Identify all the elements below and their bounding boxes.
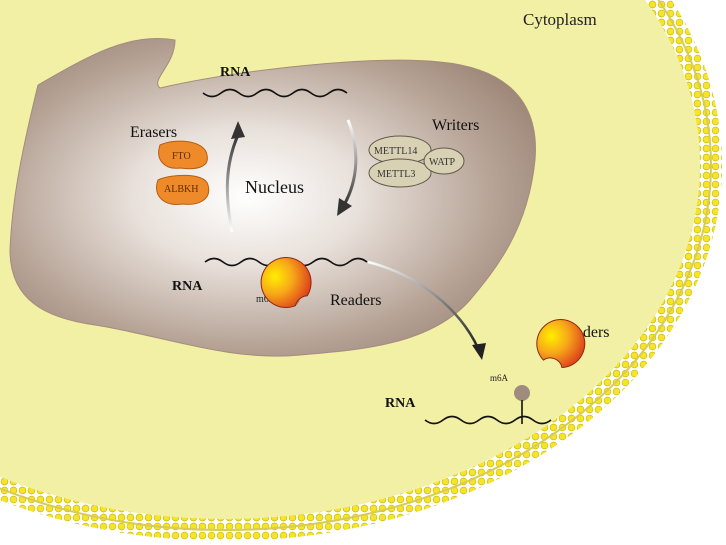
writer-mettl3	[368, 158, 432, 188]
m6a-label-nucleus: m6A	[256, 294, 277, 305]
writers-label: Writers	[432, 117, 479, 134]
eraser-fto-label: FTO	[172, 151, 191, 162]
erasers-label: Erasers	[130, 124, 177, 141]
cytoplasm-label: Cytoplasm	[523, 10, 597, 29]
rna-strand-cyto	[424, 415, 552, 425]
readers-label-nucleus: Readers	[330, 292, 382, 309]
eraser-albkh-label: ALBKH	[164, 184, 198, 195]
rna-label-cyto: RNA	[385, 396, 416, 411]
rna-strand-top	[202, 88, 348, 98]
writer-mettl3-label: METTL3	[377, 169, 415, 180]
nucleus-label: Nucleus	[245, 177, 304, 197]
reader-protein-cyto	[536, 319, 586, 369]
cycle-arrowhead-left	[231, 121, 245, 139]
writer-watp-label: WATP	[429, 157, 456, 168]
cycle-arrow-right	[342, 119, 358, 206]
m6a-label-cyto: m6A	[490, 373, 509, 383]
export-arrow	[367, 260, 480, 349]
export-arrowhead	[472, 343, 486, 360]
writer-mettl14-label: METTL14	[374, 146, 417, 157]
m6a-dot-cyto	[514, 385, 530, 401]
writer-watp	[423, 147, 465, 175]
cycle-arrow-left	[225, 134, 240, 233]
eraser-albkh	[156, 174, 210, 205]
rna-label-mid: RNA	[172, 279, 203, 294]
eraser-fto	[158, 140, 208, 170]
cycle-arrowhead-right	[337, 198, 352, 216]
reader-protein-nucleus	[260, 256, 312, 308]
nucleus	[9, 37, 536, 357]
rna-label-top: RNA	[220, 65, 251, 80]
